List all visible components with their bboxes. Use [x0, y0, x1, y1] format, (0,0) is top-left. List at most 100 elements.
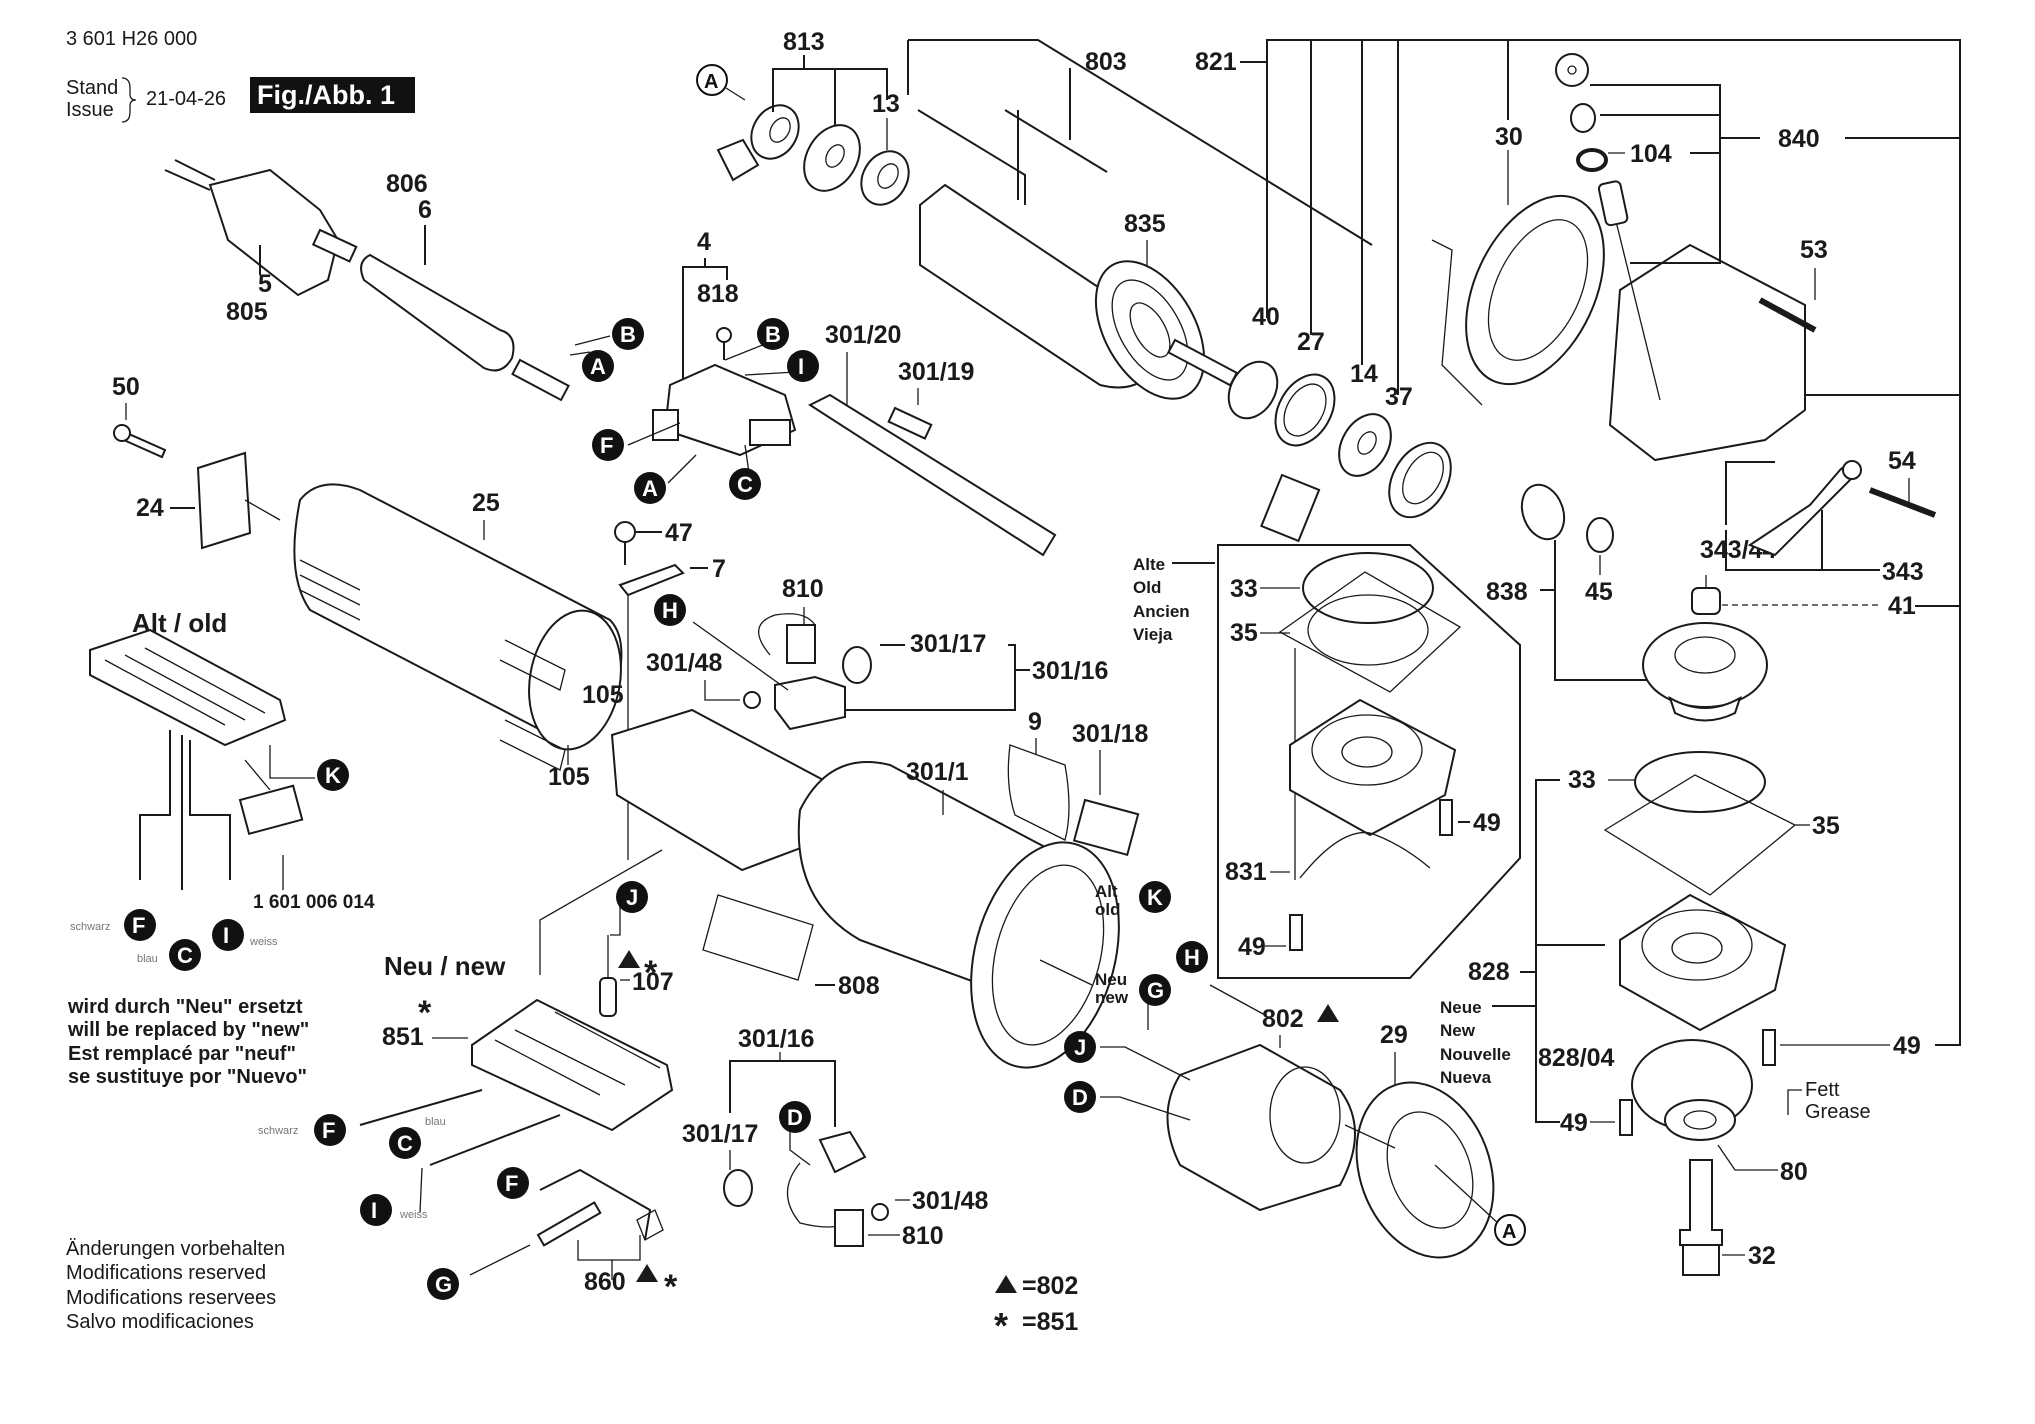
- label-301-48-a: 301/48: [646, 649, 723, 677]
- fan: [1094, 260, 1206, 400]
- label-40: 40: [1252, 303, 1280, 331]
- label-828-04: 828/04: [1538, 1044, 1615, 1072]
- neu-small-1: Neu: [1095, 970, 1127, 989]
- label-53: 53: [1800, 236, 1828, 264]
- svg-text:J: J: [626, 885, 638, 910]
- svg-text:F: F: [322, 1118, 335, 1143]
- label-851: 851: [382, 1023, 424, 1051]
- label-805: 805: [226, 298, 268, 326]
- marker-A-top: A: [696, 64, 728, 96]
- cable-stub: [311, 228, 358, 263]
- old-flange-box: Alte Old Ancien Vieja 33 35 49 831 49: [1133, 544, 1521, 979]
- label-35-b: 35: [1812, 812, 1840, 840]
- marker-J-stator: J: [1064, 1031, 1096, 1063]
- label-831: 831: [1225, 858, 1267, 886]
- label-343: 343: [1882, 558, 1924, 586]
- cover-plate: [196, 451, 252, 550]
- housing: [1608, 243, 1806, 462]
- new-flange-group: 33 35 828 Neue New Nouvelle Nueva 828/04…: [1440, 751, 1921, 1276]
- grease-de: Fett: [1805, 1079, 1840, 1101]
- svg-text:C: C: [177, 943, 193, 968]
- label-107: 107: [632, 968, 674, 996]
- svg-text:B: B: [765, 322, 781, 347]
- cable-protector: [360, 253, 515, 372]
- marker-D-stator: D: [1064, 1081, 1096, 1113]
- alte-3: Ancien: [1133, 602, 1190, 621]
- svg-text:H: H: [662, 598, 678, 623]
- svg-text:I: I: [371, 1198, 377, 1223]
- label-301-16-a: 301/16: [1032, 657, 1108, 685]
- label-105-a: 105: [582, 681, 624, 709]
- svg-text:A: A: [1502, 1221, 1516, 1243]
- label-810-b: 810: [902, 1222, 944, 1250]
- cable-end: [511, 358, 570, 402]
- gear-housing: 30 104 840 53: [1431, 53, 1828, 462]
- label-14: 14: [1350, 360, 1378, 388]
- replacement-note: wird durch "Neu" ersetzt will be replace…: [67, 996, 309, 1088]
- marker-I-new: I: [360, 1194, 392, 1226]
- bearing-group-821: 821 40 27 14 37: [1195, 39, 1961, 1046]
- label-301-48-b: 301/48: [912, 1187, 989, 1215]
- modifications-note: Änderungen vorbehalten Modifications res…: [66, 1238, 285, 1333]
- issue-label: Issue: [66, 99, 114, 121]
- svg-text:K: K: [325, 763, 341, 788]
- label-27: 27: [1297, 328, 1325, 356]
- spindle: [1679, 1159, 1723, 1246]
- marker-B-cable: B: [612, 318, 644, 350]
- label-49-d: 49: [1560, 1109, 1588, 1137]
- triangle-symbol: [995, 1275, 1017, 1293]
- housing-flange: [970, 841, 1120, 1069]
- svg-text:C: C: [737, 472, 753, 497]
- armature: 803 835: [907, 39, 1373, 400]
- marker-A-switch: A: [634, 472, 666, 504]
- neue-2: New: [1440, 1021, 1476, 1040]
- star-marker-107: *: [644, 954, 658, 992]
- label-35-a: 35: [1230, 619, 1258, 647]
- marker-F-860: F: [497, 1167, 529, 1199]
- label-7: 7: [712, 555, 726, 583]
- brush-assembly-bottom: 301/16 301/17 810 301/48: [682, 1025, 989, 1250]
- figure-badge: [250, 77, 415, 113]
- left-upper-parts: 50 24 25 105 105: [112, 373, 624, 791]
- issue-date: 21-04-26: [146, 88, 226, 110]
- svg-text:K: K: [1147, 885, 1163, 910]
- triangle-marker-107: [618, 950, 640, 968]
- symbol-legend: =802 * =851: [994, 1272, 1078, 1346]
- svg-text:A: A: [704, 71, 718, 93]
- marker-C-switch: C: [729, 468, 761, 500]
- replacement-note-de: wird durch "Neu" ersetzt: [67, 996, 303, 1018]
- marker-B-switch: B: [757, 318, 789, 350]
- label-33-b: 33: [1568, 766, 1596, 794]
- label-301-18: 301/18: [1072, 720, 1149, 748]
- label-80: 80: [1780, 1158, 1808, 1186]
- alt-small-2: old: [1095, 900, 1121, 919]
- svg-text:B: B: [620, 322, 636, 347]
- alt-small-1: Alt: [1095, 882, 1118, 901]
- wire-color-white-new: weiss: [399, 1209, 428, 1221]
- part-number: 3 601 H26 000: [66, 28, 197, 50]
- label-5: 5: [258, 270, 272, 298]
- label-301-1: 301/1: [906, 758, 969, 786]
- triangle-marker-802: [1317, 1004, 1339, 1022]
- label-301-19: 301/19: [898, 358, 974, 386]
- label-41: 41: [1888, 592, 1916, 620]
- svg-text:J: J: [1074, 1035, 1086, 1060]
- replacement-note-en: will be replaced by "new": [67, 1019, 309, 1041]
- legend-802: =802: [1022, 1272, 1078, 1300]
- brush-assembly-top: 47 7 810 301/17 301/16 301/48: [614, 519, 1108, 860]
- marker-I-switch: I: [787, 350, 819, 382]
- marker-H-mid: H: [1176, 941, 1208, 973]
- label-301-16-b: 301/16: [738, 1025, 814, 1053]
- label-29: 29: [1380, 1021, 1408, 1049]
- label-30: 30: [1495, 123, 1523, 151]
- label-50: 50: [112, 373, 140, 401]
- marker-D-brush: D: [779, 1101, 811, 1133]
- new-electronics: Neu / new 851 * 860 * 107 *: [359, 849, 678, 1306]
- alte-4: Vieja: [1133, 625, 1173, 644]
- svg-text:I: I: [798, 354, 804, 379]
- grease-en: Grease: [1805, 1101, 1871, 1123]
- marker-K-mid: K: [1139, 881, 1171, 913]
- label-810-a: 810: [782, 575, 824, 603]
- label-821: 821: [1195, 48, 1237, 76]
